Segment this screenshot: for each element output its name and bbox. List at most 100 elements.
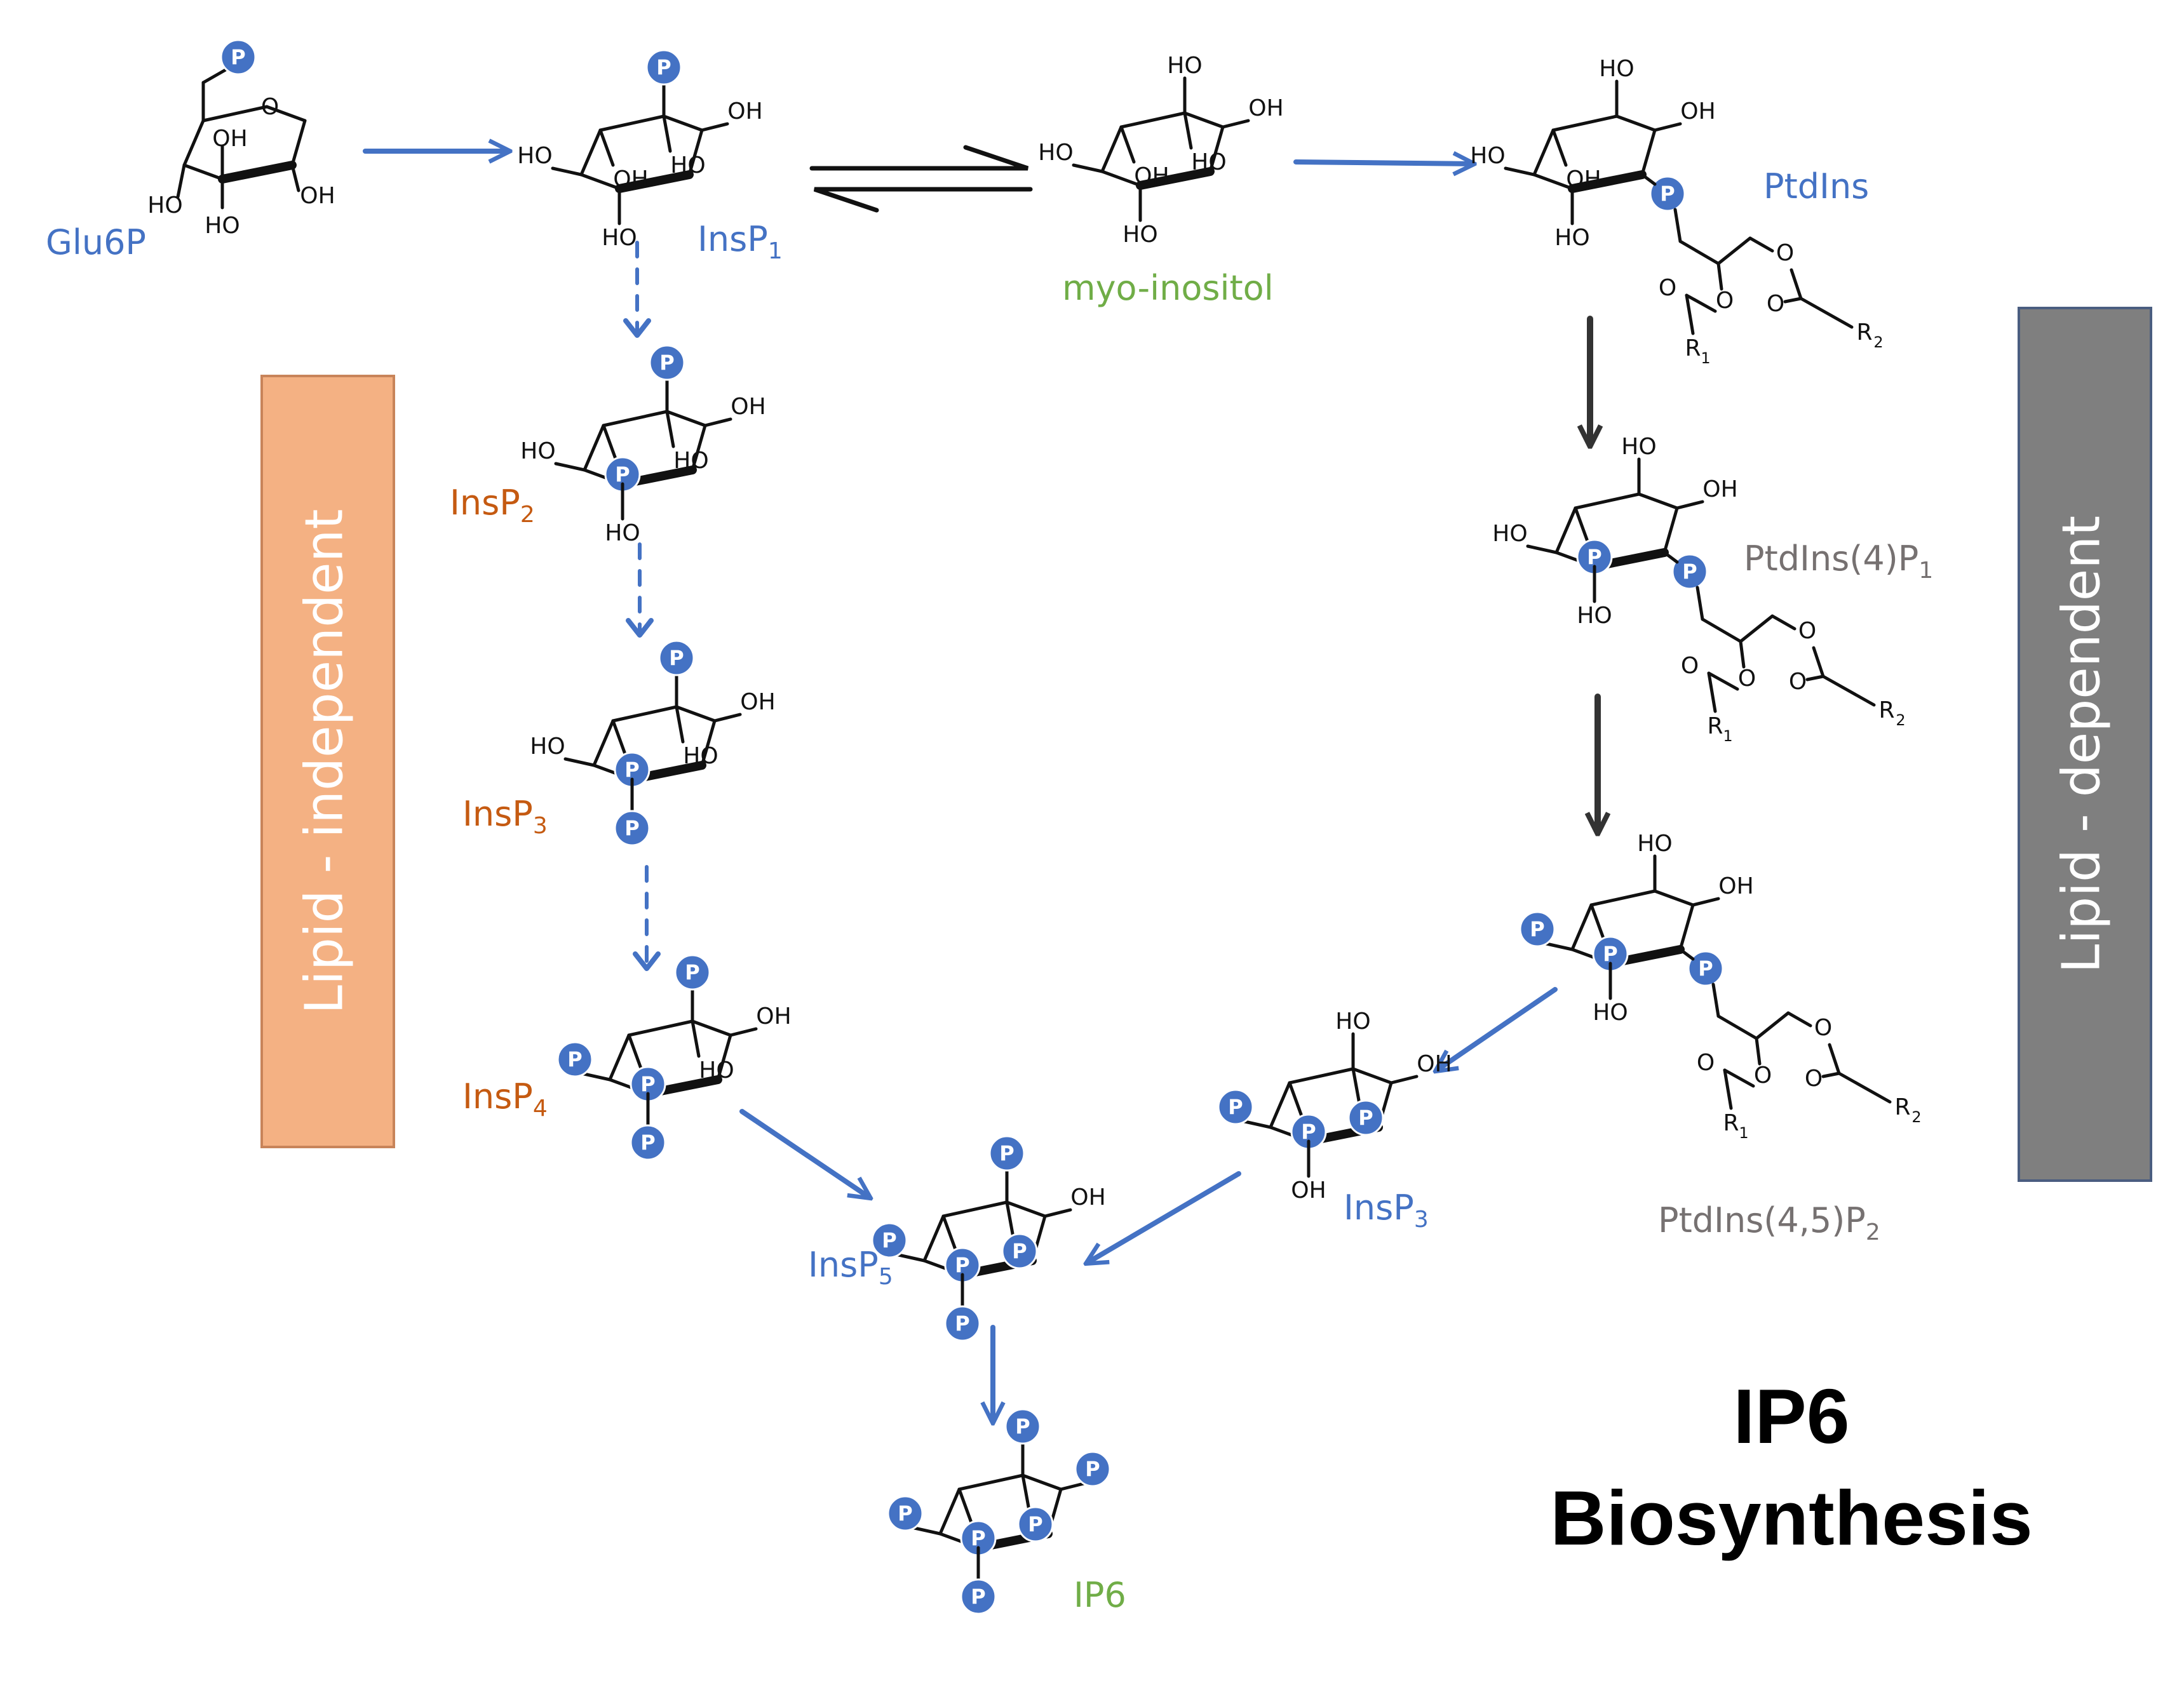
- atom-label: O: [1776, 240, 1794, 266]
- svg-text:P: P: [567, 1047, 582, 1071]
- label-ptdins4p1: PtdIns(4)P1: [1744, 539, 1933, 584]
- atom-label: R: [1685, 335, 1701, 361]
- hydroxyl-label: HO: [1167, 53, 1202, 79]
- hydroxyl-label: HO: [605, 520, 640, 546]
- hydroxyl-label: HO: [1335, 1009, 1370, 1035]
- atom-label: O: [1789, 669, 1807, 695]
- atom-label: O: [1716, 288, 1734, 314]
- label-insp3-left: InsP3: [462, 794, 548, 839]
- label-myo-inositol: myo-inositol: [1062, 268, 1274, 308]
- atom-label: OH: [300, 183, 335, 209]
- label-insp4: InsP4: [462, 1076, 548, 1122]
- phosphate-icon: P: [1017, 1506, 1054, 1543]
- hydroxyl-label: OH: [1070, 1184, 1105, 1210]
- svg-text:P: P: [231, 45, 245, 69]
- hydroxyl-label: HO: [530, 734, 565, 760]
- hydroxyl-label: HO: [1599, 56, 1634, 82]
- phosphate-icon: P: [645, 49, 682, 86]
- phosphate-icon: P: [1671, 553, 1708, 590]
- label-ptdins: PtdIns: [1763, 166, 1869, 206]
- hydroxyl-label: HO: [1554, 225, 1589, 251]
- svg-text:P: P: [1603, 942, 1617, 966]
- diagram-title: IP6 Biosynthesis: [1550, 1373, 2032, 1561]
- phosphate-icon: P: [649, 344, 685, 381]
- atom-label: 1: [1739, 1124, 1748, 1142]
- svg-text:P: P: [685, 960, 699, 984]
- hydroxyl-label: OH: [1718, 873, 1753, 899]
- hydroxyl-label: HO: [1593, 1000, 1628, 1026]
- atom-label: HO: [147, 192, 182, 218]
- atom-label: O: [1697, 1050, 1715, 1076]
- atom-label: R: [1707, 713, 1723, 739]
- atom-label: 1: [1701, 349, 1710, 367]
- phosphate-icon: P: [1217, 1089, 1254, 1125]
- equilibrium-arrow: [809, 145, 1033, 213]
- phosphate-icon: P: [614, 810, 650, 847]
- svg-text:P: P: [1012, 1239, 1027, 1263]
- phosphate-icon: P: [1074, 1451, 1111, 1487]
- title-line-2: Biosynthesis: [1550, 1475, 2032, 1561]
- svg-text:P: P: [1015, 1414, 1030, 1438]
- atom-label: 2: [1896, 711, 1905, 729]
- insp3-left-structure: P HO OH P HO P: [530, 640, 776, 847]
- svg-text:P: P: [1301, 1120, 1316, 1144]
- svg-text:P: P: [1085, 1457, 1100, 1481]
- label-ptdins45p2: PtdIns(4,5)P2: [1658, 1200, 1880, 1245]
- hydroxyl-label: OH: [1702, 476, 1737, 502]
- hydroxyl-label: HO: [520, 438, 555, 464]
- hydroxyl-label: HO: [1621, 434, 1656, 460]
- hydroxyl-label: HO: [683, 743, 718, 769]
- title-line-1: IP6: [1733, 1373, 1849, 1459]
- arrow-insp3-to-insp5: [1088, 1171, 1241, 1263]
- hydroxyl-label: OH: [740, 689, 775, 715]
- svg-text:P: P: [659, 351, 674, 375]
- svg-text:P: P: [1660, 182, 1675, 206]
- atom-label: R: [1894, 1094, 1910, 1120]
- phosphate-icon: P: [1004, 1408, 1041, 1445]
- phosphate-icon: P: [960, 1578, 997, 1615]
- lipid-dependent-panel: Lipid - dependent: [2018, 307, 2152, 1182]
- hydroxyl-label: HO: [1492, 521, 1527, 547]
- phosphate-icon: P: [674, 954, 711, 991]
- compound-labels: Glu6P InsP1 myo-inositol PtdIns InsP2 Pt…: [46, 166, 1933, 1615]
- phosphate-icon: P: [630, 1124, 666, 1161]
- hydroxyl-label: OH: [1417, 1051, 1452, 1077]
- hydroxyl-label: HO: [602, 225, 637, 251]
- svg-text:P: P: [624, 758, 639, 782]
- phosphate-icon: P: [1519, 911, 1556, 948]
- atom-label: HO: [205, 213, 239, 239]
- hydroxyl-label: HO: [517, 143, 552, 169]
- phosphate-icon: P: [658, 640, 695, 676]
- hydroxyl-label: HO: [1122, 222, 1157, 248]
- phosphate-icon: P: [1001, 1233, 1038, 1270]
- atom-label: 2: [1911, 1108, 1921, 1126]
- svg-text:P: P: [999, 1141, 1014, 1165]
- label-glu6p: Glu6P: [46, 222, 146, 262]
- phosphate-icon: P: [604, 456, 641, 493]
- atom-label: O: [1754, 1063, 1772, 1089]
- hydroxyl-label: OH: [727, 98, 762, 124]
- reaction-arrows: [363, 145, 1598, 1421]
- svg-text:P: P: [1682, 560, 1697, 584]
- atom-label: O: [1659, 275, 1676, 301]
- svg-text:P: P: [1698, 956, 1713, 981]
- phosphate-icon: P: [1347, 1099, 1384, 1136]
- phosphate-icon: P: [944, 1305, 981, 1342]
- svg-text:P: P: [640, 1130, 655, 1155]
- label-insp3-right: InsP3: [1344, 1188, 1429, 1233]
- lipid-independent-panel: Lipid - independent: [260, 375, 395, 1148]
- svg-text:P: P: [1228, 1095, 1243, 1119]
- svg-text:P: P: [971, 1526, 985, 1550]
- phosphate-icon: P: [556, 1041, 593, 1078]
- atom-label: R: [1856, 319, 1872, 345]
- atom-label: O: [1738, 666, 1756, 692]
